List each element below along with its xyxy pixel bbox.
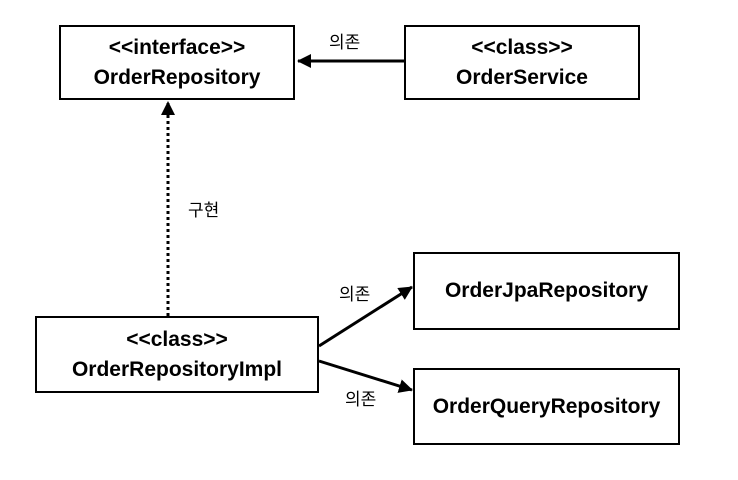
node-title: OrderJpaRepository: [444, 279, 649, 302]
edge-label-impl-to-query: 의존: [345, 390, 377, 410]
edge-impl-to-jpa: [318, 285, 413, 348]
node-order-repository[interactable]: <<interface>> OrderRepository: [59, 25, 295, 100]
node-title: OrderRepositoryImpl: [71, 357, 283, 381]
node-stereotype: <<interface>>: [108, 35, 246, 59]
node-order-service[interactable]: <<class>> OrderService: [404, 25, 640, 100]
edge-impl-to-query: [318, 359, 413, 393]
node-stereotype: <<class>>: [126, 327, 228, 351]
node-order-jpa-repository[interactable]: OrderJpaRepository: [413, 252, 680, 330]
node-title: OrderRepository: [93, 65, 261, 89]
node-order-query-repository[interactable]: OrderQueryRepository: [413, 368, 680, 445]
edge-label-service-to-repository: 의존: [329, 33, 361, 53]
node-stereotype: <<class>>: [471, 35, 573, 59]
node-order-repository-impl[interactable]: <<class>> OrderRepositoryImpl: [35, 316, 319, 393]
node-title: OrderQueryRepository: [432, 394, 661, 418]
edge-label-impl-to-repository: 구현: [188, 201, 220, 221]
node-title: OrderService: [456, 65, 588, 89]
edge-label-impl-to-jpa: 의존: [339, 285, 371, 305]
